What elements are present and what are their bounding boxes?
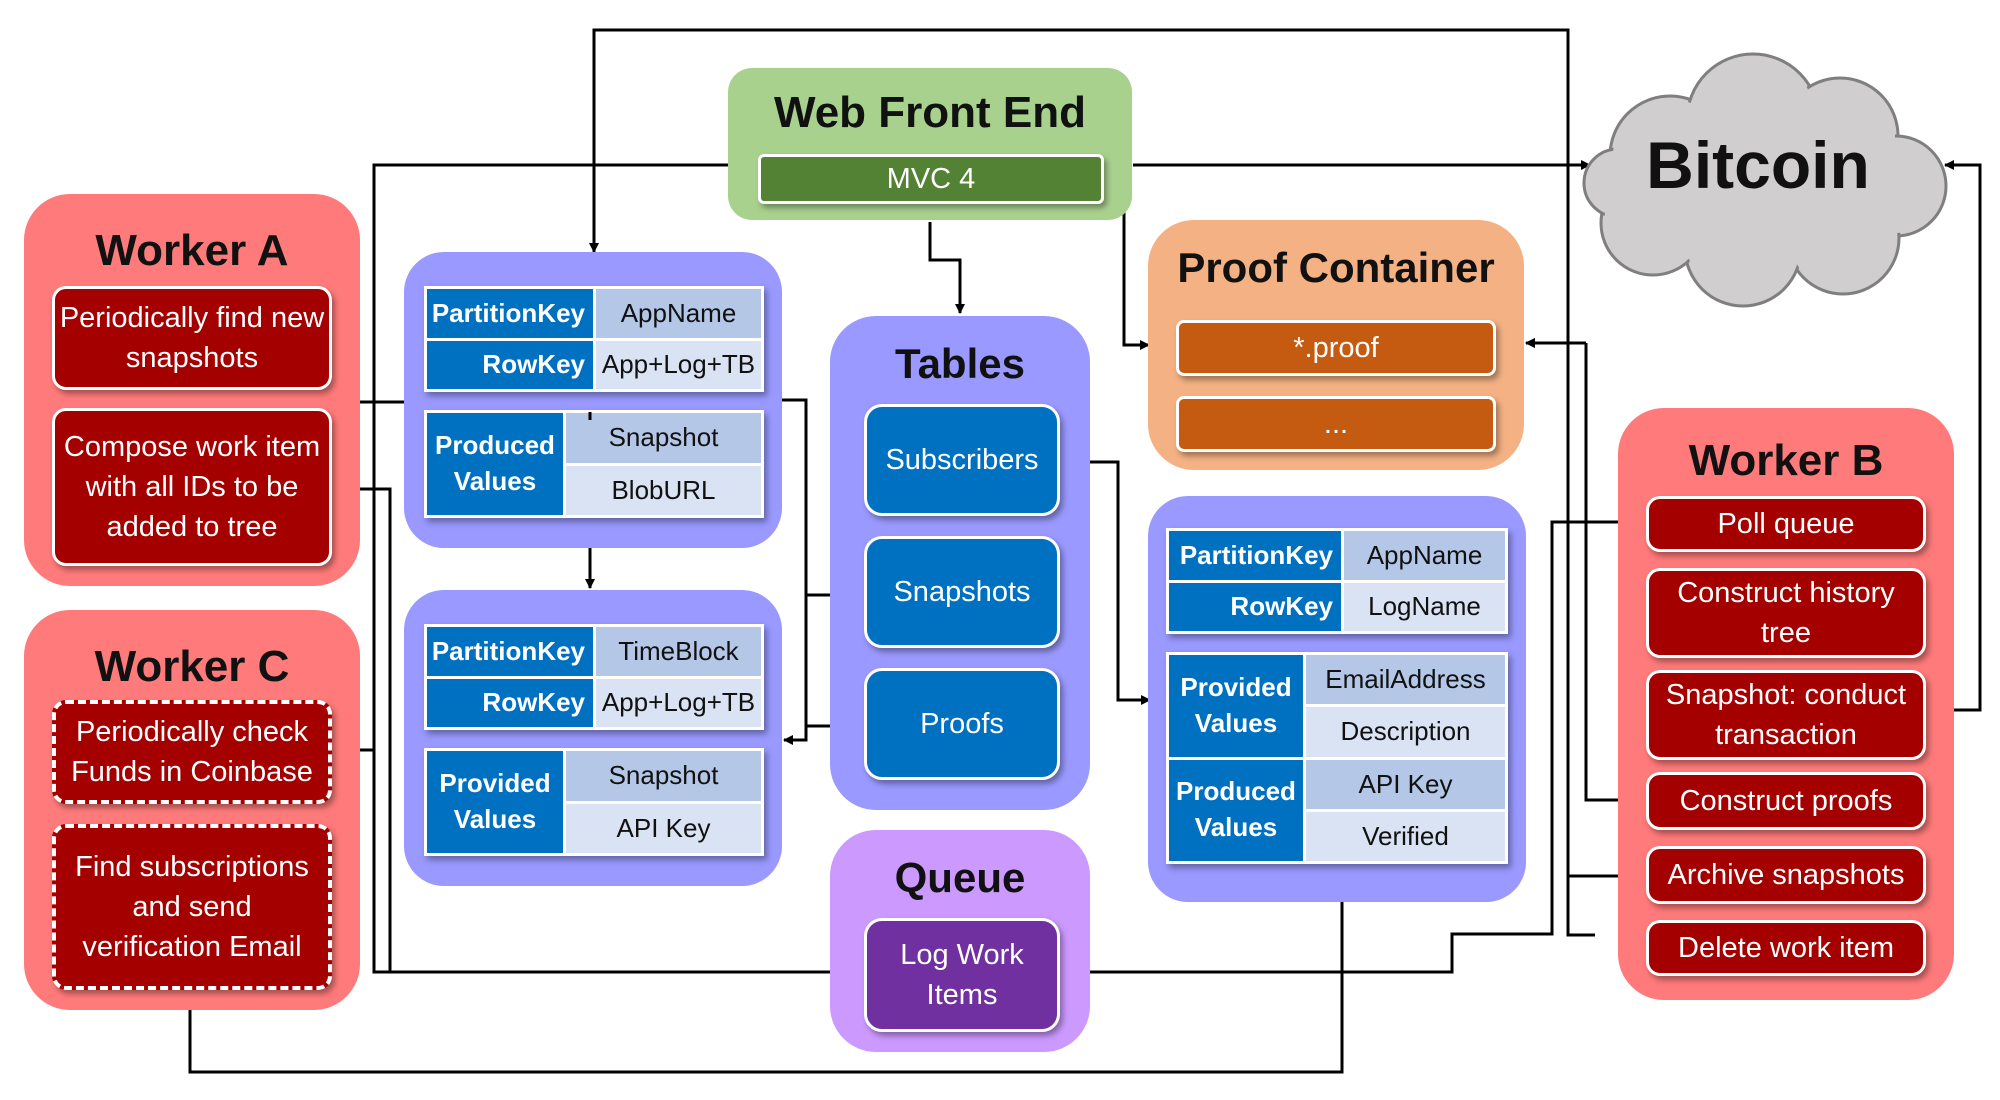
partition-key-label: PartitionKey [427, 627, 593, 676]
snapshots-entity-keys: PartitionKey AppName RowKey App+Log+TB [424, 286, 764, 392]
subscribers-entity-values: Provided Values EmailAddress Description… [1166, 652, 1508, 864]
row-key-value: App+Log+TB [596, 340, 761, 389]
value-cell: Verified [1306, 811, 1505, 861]
row-key-value: App+Log+TB [596, 678, 761, 727]
value-cell: Snapshot [566, 751, 761, 801]
worker-c-task-check-funds[interactable]: Periodically check Funds in Coinbase [52, 700, 332, 804]
proof-blob-more-item[interactable]: ... [1176, 396, 1496, 452]
subscribers-entity-keys: PartitionKey AppName RowKey LogName [1166, 528, 1508, 634]
queue-log-work-items[interactable]: Log Work Items [864, 918, 1060, 1032]
row-key-label: RowKey [427, 678, 593, 727]
tables-title: Tables [895, 340, 1025, 387]
worker-b-task-archive-snapshots[interactable]: Archive snapshots [1646, 846, 1926, 904]
provided-values-label: Provided Values [1169, 655, 1303, 757]
row-key-label: RowKey [1169, 582, 1341, 631]
wire-subscribers-entity [1090, 460, 1151, 705]
web-front-end-title: Web Front End [773, 88, 1087, 137]
worker-b-task-poll-queue[interactable]: Poll queue [1646, 496, 1926, 552]
proof-container-panel: Proof Container *.proof ... [1148, 220, 1524, 470]
snapshots-entity-values: Produced Values Snapshot BlobURL [424, 410, 764, 518]
row-key-label: RowKey [427, 340, 593, 389]
wire-snapshots-table [773, 395, 808, 745]
value-cell: API Key [566, 803, 761, 853]
value-cell: Description [1306, 707, 1505, 757]
partition-key-label: PartitionKey [427, 289, 593, 338]
table-snapshots[interactable]: Snapshots [864, 536, 1060, 648]
table-proofs[interactable]: Proofs [864, 668, 1060, 780]
value-cell: Snapshot [566, 413, 761, 463]
worker-a-panel: Worker A Periodically find new snapshots… [24, 194, 360, 586]
proofs-entity-panel: PartitionKey TimeBlock RowKey App+Log+TB… [404, 590, 782, 886]
subscribers-entity-panel: PartitionKey AppName RowKey LogName Prov… [1148, 496, 1526, 902]
queue-panel: Queue Log Work Items [830, 830, 1090, 1052]
wire-workerc-email [188, 864, 1347, 1074]
worker-b-task-construct-history-tree[interactable]: Construct history tree [1646, 568, 1926, 658]
value-cell: EmailAddress [1306, 655, 1505, 705]
worker-c-panel: Worker C Periodically check Funds in Coi… [24, 610, 360, 1010]
value-cell: BlobURL [566, 465, 761, 515]
wire-web-to-queue [372, 163, 867, 977]
worker-a-task-compose-work-item[interactable]: Compose work item with all IDs to be add… [52, 408, 332, 566]
worker-a-title: Worker A [95, 226, 289, 275]
snapshots-entity-panel: PartitionKey AppName RowKey App+Log+TB P… [404, 252, 782, 548]
worker-b-task-delete-work-item[interactable]: Delete work item [1646, 920, 1926, 976]
bitcoin-label: Bitcoin [1646, 128, 1870, 202]
worker-b-task-construct-proofs[interactable]: Construct proofs [1646, 772, 1926, 830]
proof-blob-item[interactable]: *.proof [1176, 320, 1496, 376]
web-front-end-panel: Web Front End MVC 4 [728, 68, 1132, 220]
proof-container-title: Proof Container [1177, 244, 1495, 291]
wire-web-to-tables [928, 222, 965, 314]
wire-workerb-poll [1064, 520, 1648, 977]
table-subscribers[interactable]: Subscribers [864, 404, 1060, 516]
partition-key-value: AppName [1344, 531, 1505, 580]
worker-b-task-conduct-transaction[interactable]: Snapshot: conduct transaction [1646, 670, 1926, 760]
produced-values-label: Produced Values [1169, 759, 1303, 861]
tables-panel: Tables Subscribers Snapshots Proofs [830, 316, 1090, 810]
row-key-value: LogName [1344, 582, 1505, 631]
worker-b-panel: Worker B Poll queue Construct history tr… [1618, 408, 1954, 1000]
worker-a-task-find-snapshots[interactable]: Periodically find new snapshots [52, 286, 332, 390]
partition-key-value: AppName [596, 289, 761, 338]
queue-title: Queue [894, 854, 1026, 901]
values-label: Provided Values [427, 751, 563, 853]
proofs-entity-values: Provided Values Snapshot API Key [424, 748, 764, 856]
mvc-badge[interactable]: MVC 4 [758, 154, 1104, 204]
value-cell: API Key [1306, 759, 1505, 809]
worker-b-title: Worker B [1688, 436, 1884, 485]
worker-c-task-send-verification[interactable]: Find subscriptions and send verification… [52, 824, 332, 990]
bitcoin-cloud [1582, 52, 1948, 308]
values-label: Produced Values [427, 413, 563, 515]
partition-key-value: TimeBlock [596, 627, 761, 676]
worker-c-title: Worker C [94, 642, 290, 691]
partition-key-label: PartitionKey [1169, 531, 1341, 580]
wire-workerb-to-snapshots-entity [589, 28, 1595, 937]
proofs-entity-keys: PartitionKey TimeBlock RowKey App+Log+TB [424, 624, 764, 730]
wire-web-to-proof [1122, 210, 1150, 350]
